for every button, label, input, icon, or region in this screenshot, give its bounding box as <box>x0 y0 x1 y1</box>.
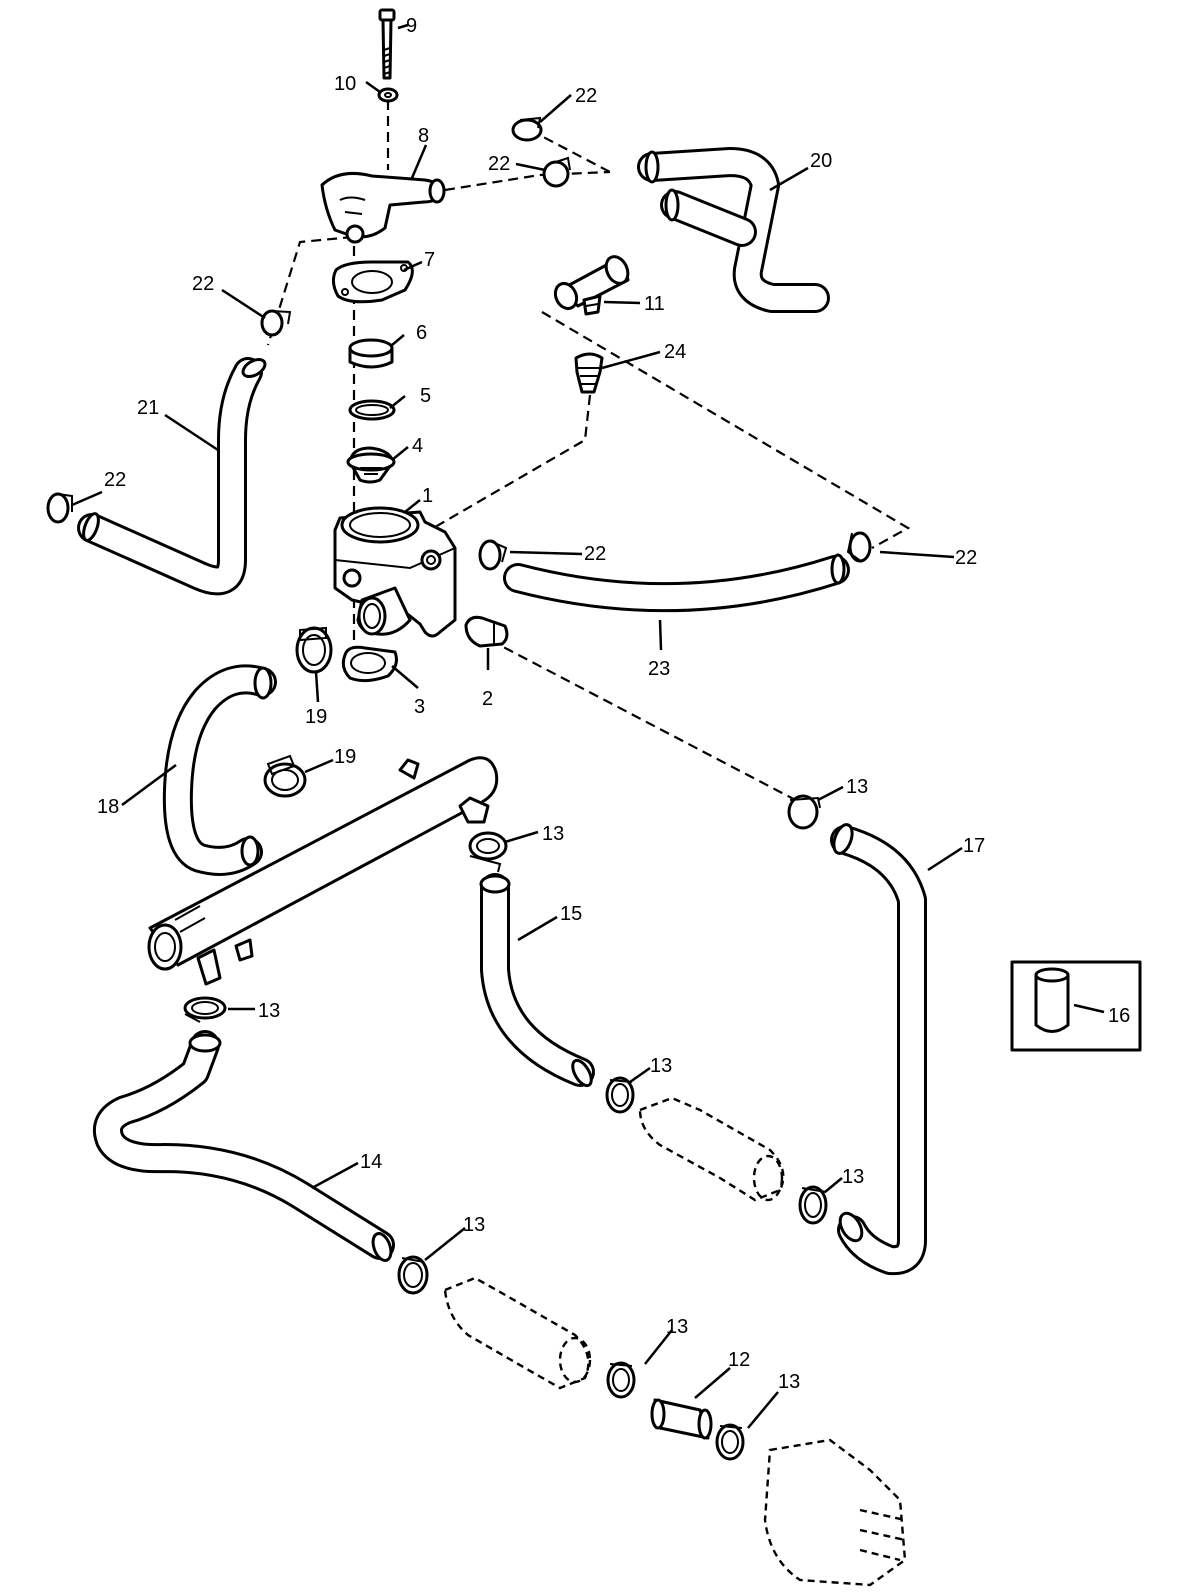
part-hose-tall-right <box>830 823 927 1276</box>
callout-8: 8 <box>418 125 429 147</box>
part-hose-vertical <box>479 873 595 1088</box>
callout-13-e: 13 <box>842 1166 864 1188</box>
part-pump-dashed-bottom <box>763 1438 907 1587</box>
callout-15: 15 <box>560 903 582 925</box>
callout-7: 7 <box>424 249 435 271</box>
callout-12: 12 <box>728 1349 750 1371</box>
callout-23: 23 <box>648 658 670 680</box>
callout-13-b: 13 <box>542 823 564 845</box>
part-hose-left <box>77 357 267 596</box>
part-hose-lower-left <box>93 1030 395 1262</box>
clamp-13-a <box>787 794 821 830</box>
part-bolt <box>378 8 396 80</box>
clamp-22-c <box>260 309 292 337</box>
callout-11: 11 <box>644 293 665 315</box>
callout-16: 16 <box>1108 1005 1130 1027</box>
part-o-ring <box>348 399 396 421</box>
callout-1: 1 <box>422 485 433 507</box>
callout-6: 6 <box>416 322 427 344</box>
callout-13-c: 13 <box>258 1000 280 1022</box>
callout-18: 18 <box>97 796 119 818</box>
clamp-13-b <box>468 831 508 873</box>
clamp-13-g <box>606 1361 636 1399</box>
callout-2: 2 <box>482 688 493 710</box>
callout-21: 21 <box>137 397 159 419</box>
part-plug <box>464 615 509 648</box>
part-tee-fitting <box>553 255 630 316</box>
part-manifold-pipe <box>147 756 499 986</box>
callout-19-b: 19 <box>334 746 356 768</box>
callout-3: 3 <box>414 696 425 718</box>
clamp-22-d <box>46 492 73 524</box>
callout-22-b: 22 <box>488 153 510 175</box>
clamp-13-c <box>183 996 227 1023</box>
part-hose-s-bend <box>162 664 277 876</box>
callout-22-d: 22 <box>104 469 126 491</box>
clamp-22-f <box>846 531 872 563</box>
clamp-22-e <box>478 539 508 571</box>
part-washer <box>377 87 399 103</box>
callout-4: 4 <box>412 435 423 457</box>
clamp-13-h <box>715 1423 745 1461</box>
callout-22-f: 22 <box>955 547 977 569</box>
part-gasket-lower <box>341 645 398 683</box>
part-pump-dashed-upper <box>638 1096 785 1202</box>
clamp-13-d <box>605 1076 635 1114</box>
part-pump-dashed-lower <box>443 1276 592 1390</box>
callout-14: 14 <box>360 1151 382 1173</box>
part-hose-upper-right <box>637 147 830 313</box>
part-housing-elbow <box>320 172 446 244</box>
clamp-19-b <box>263 754 307 798</box>
callout-13-h: 13 <box>778 1371 800 1393</box>
callout-19-a: 19 <box>305 706 327 728</box>
callout-5: 5 <box>420 385 431 407</box>
callout-13-d: 13 <box>650 1055 672 1077</box>
clamp-22-b <box>542 156 571 188</box>
callout-24: 24 <box>664 341 686 363</box>
part-gasket-top <box>331 260 414 304</box>
part-thermostat <box>346 446 396 484</box>
callout-20: 20 <box>810 150 832 172</box>
callout-9: 9 <box>406 15 417 37</box>
part-coupler <box>650 1398 713 1440</box>
part-sleeve <box>348 338 394 369</box>
callout-22-e: 22 <box>584 543 606 565</box>
clamp-22-a <box>511 116 543 142</box>
clamp-19-a <box>295 626 333 674</box>
part-hose-curved <box>503 553 850 613</box>
part-fitting <box>574 352 604 394</box>
callout-17: 17 <box>963 835 985 857</box>
callout-22-a: 22 <box>575 85 597 107</box>
callout-labels: 9 10 8 7 6 5 4 1 11 24 22 22 20 22 21 22… <box>97 15 1130 1393</box>
part-thermostat-housing <box>333 506 457 638</box>
leader-lines <box>71 23 1105 1429</box>
callout-13-a: 13 <box>846 776 868 798</box>
callout-10: 10 <box>334 73 356 95</box>
clamp-13-e <box>798 1185 828 1225</box>
callout-13-g: 13 <box>666 1316 688 1338</box>
clamp-13-f <box>397 1255 429 1295</box>
callout-13-f: 13 <box>463 1214 485 1236</box>
callout-22-c: 22 <box>192 273 214 295</box>
